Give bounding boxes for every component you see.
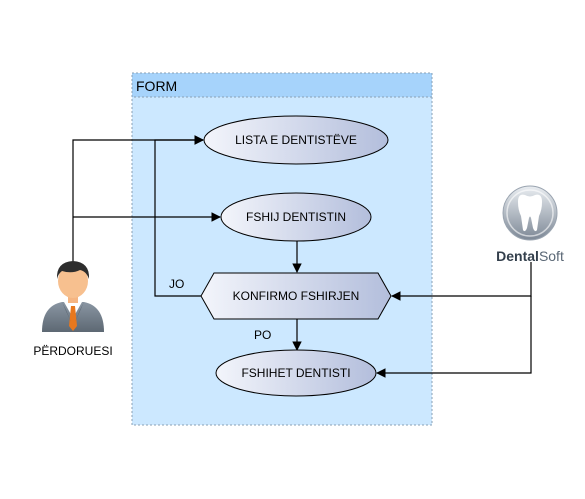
node-dentist-deleted[interactable]: FSHIHET DENTISTI: [215, 349, 377, 397]
connectors: [72, 135, 532, 378]
user-actor[interactable]: PËRDORUESI: [33, 261, 113, 358]
dentalsoft-brand-light: Soft: [539, 248, 564, 264]
edge-label-yes: PO: [254, 328, 271, 342]
user-actor-label: PËRDORUESI: [33, 344, 112, 358]
tooth-logo-icon: [502, 185, 558, 241]
node-confirm-delete-label: KONFIRMO FSHIRJEN: [233, 289, 360, 303]
node-confirm-delete[interactable]: KONFIRMO FSHIRJEN: [200, 272, 392, 320]
node-list-dentists[interactable]: LISTA E DENTISTËVE: [203, 115, 389, 165]
node-delete-dentist-label: FSHIJ DENTISTIN: [246, 210, 346, 224]
dentalsoft-wordmark: DentalSoft: [496, 248, 564, 264]
dentalsoft-actor[interactable]: DentalSoft: [496, 185, 564, 264]
dentalsoft-brand-bold: Dental: [496, 248, 539, 264]
node-list-dentists-label: LISTA E DENTISTËVE: [235, 133, 357, 147]
node-delete-dentist[interactable]: FSHIJ DENTISTIN: [220, 192, 372, 242]
edge-system-to-deleted: [376, 296, 532, 378]
edge-confirm-no-to-list: [154, 135, 204, 297]
form-title: FORM: [136, 78, 177, 94]
user-avatar-icon: [42, 261, 104, 332]
node-dentist-deleted-label: FSHIHET DENTISTI: [241, 366, 350, 380]
edge-label-no: JO: [169, 277, 184, 291]
